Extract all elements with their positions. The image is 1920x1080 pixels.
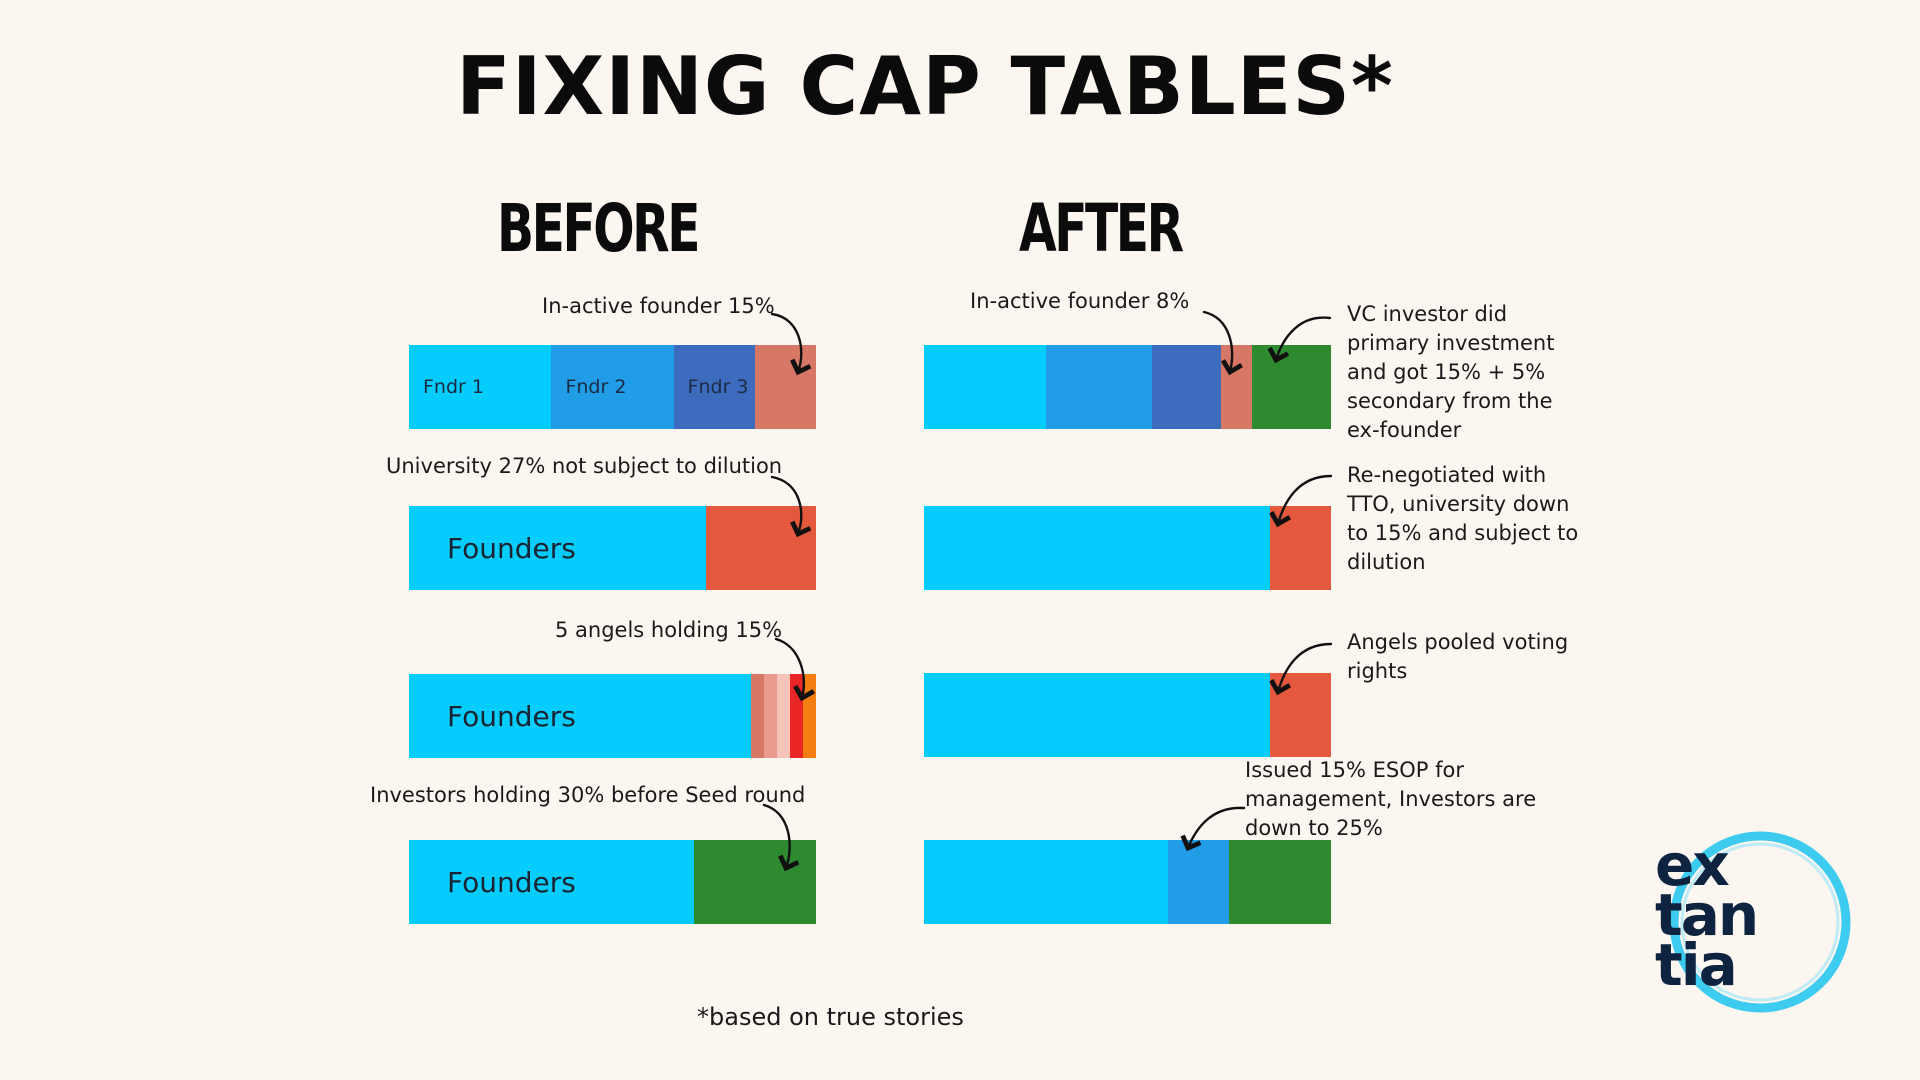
segment-label: Fndr 1	[423, 376, 484, 398]
logo-line: tan	[1655, 881, 1759, 949]
bar-segment	[1229, 840, 1331, 924]
segment-label: Founders	[447, 699, 576, 733]
after-row2-bar	[924, 506, 1331, 590]
before-row3-bar: Founders	[409, 674, 816, 758]
bar-segment	[1269, 506, 1331, 590]
bar-segment	[1269, 673, 1331, 757]
before-row1-label: In-active founder 15%	[542, 294, 775, 318]
before-row4-bar: Founders	[409, 840, 816, 924]
after-row1-note: VC investor did primary investment and g…	[1347, 300, 1554, 445]
note-line: ex-founder	[1347, 418, 1462, 442]
bar-segment: Fndr 2	[551, 345, 674, 429]
page-title: FIXING CAP TABLES*	[456, 40, 1394, 133]
bar-segment	[924, 673, 1270, 757]
note-line: dilution	[1347, 550, 1426, 574]
note-line: to 15% and subject to	[1347, 521, 1579, 545]
before-row1-bar: Fndr 1 Fndr 2 Fndr 3	[409, 345, 816, 429]
after-heading: AFTER	[1019, 190, 1184, 267]
logo-line: ex	[1655, 831, 1730, 899]
extantia-logo: ex tan tia	[1655, 831, 1759, 999]
segment-label: Fndr 3	[687, 376, 749, 398]
note-line: rights	[1347, 659, 1408, 683]
after-row2-note: Re-negotiated with TTO, university down …	[1347, 461, 1578, 577]
note-line: and got 15% + 5%	[1347, 360, 1546, 384]
before-row2-bar: Founders	[409, 506, 816, 590]
note-line: Issued 15% ESOP for	[1245, 758, 1465, 782]
after-row4-bar	[924, 840, 1331, 924]
note-line: down to 25%	[1245, 816, 1383, 840]
after-row4-note: Issued 15% ESOP for management, Investor…	[1245, 756, 1536, 843]
note-line: TTO, university down	[1347, 492, 1570, 516]
before-row4-label: Investors holding 30% before Seed round	[370, 783, 806, 807]
segment-label: Founders	[447, 865, 576, 899]
bar-segment: Founders	[409, 840, 694, 924]
bar-segment	[754, 345, 816, 429]
segment-label: Fndr 2	[565, 376, 627, 398]
extantia-logo-ring	[1669, 831, 1851, 1013]
bar-segment	[1251, 345, 1331, 429]
logo-line: tia	[1655, 931, 1738, 999]
note-line: management, Investors are	[1245, 787, 1537, 811]
bar-segment: Founders	[409, 506, 707, 590]
bar-segment	[802, 674, 816, 758]
before-row3-label: 5 angels holding 15%	[555, 618, 783, 642]
bar-segment	[924, 506, 1270, 590]
bar-segment	[750, 674, 764, 758]
bar-segment	[1151, 345, 1222, 429]
note-line: Re-negotiated with	[1347, 463, 1547, 487]
after-row3-note: Angels pooled voting rights	[1347, 628, 1568, 686]
bar-segment: Founders	[409, 674, 751, 758]
footnote: *based on true stories	[697, 1003, 964, 1031]
bar-segment	[763, 674, 777, 758]
bar-segment: Fndr 1	[409, 345, 552, 429]
note-line: primary investment	[1347, 331, 1555, 355]
bar-segment	[924, 840, 1169, 924]
bar-segment	[706, 506, 816, 590]
bar-segment	[1168, 840, 1230, 924]
after-row3-bar	[924, 673, 1331, 757]
bar-segment	[924, 345, 1047, 429]
after-row1-bar	[924, 345, 1331, 429]
bar-segment	[1221, 345, 1252, 429]
after-row1-label: In-active founder 8%	[970, 289, 1190, 313]
before-heading: BEFORE	[497, 190, 701, 267]
note-line: Angels pooled voting	[1347, 630, 1569, 654]
bar-segment	[789, 674, 803, 758]
bar-segment: Fndr 3	[673, 345, 755, 429]
before-row2-label: University 27% not subject to dilution	[386, 454, 783, 478]
bar-segment	[776, 674, 790, 758]
note-line: secondary from the	[1347, 389, 1553, 413]
segment-label: Founders	[447, 531, 576, 565]
bar-segment	[693, 840, 816, 924]
note-line: VC investor did	[1347, 302, 1508, 326]
bar-segment	[1046, 345, 1152, 429]
